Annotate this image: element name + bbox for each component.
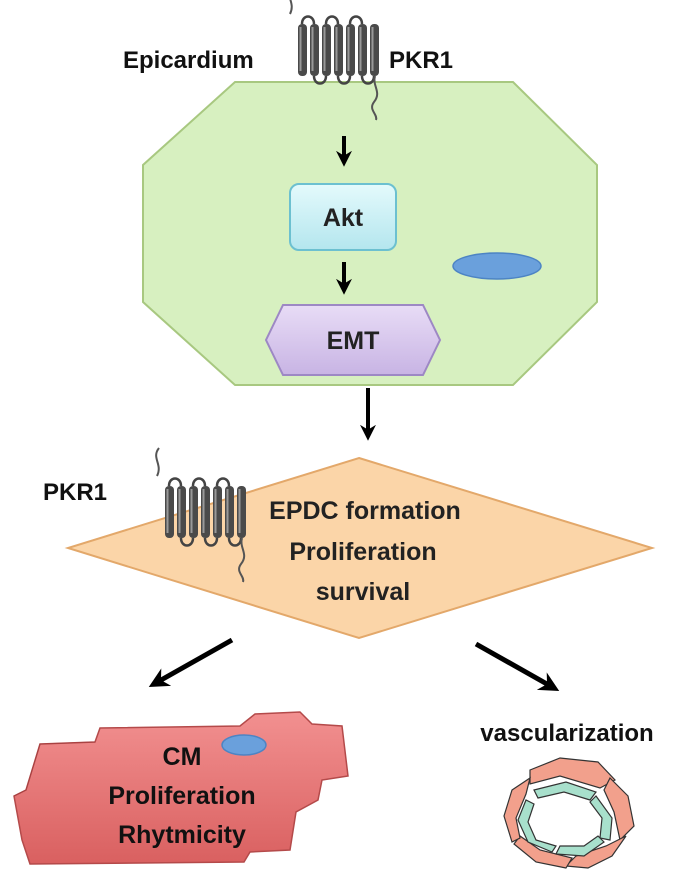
epicardium-label: Epicardium — [123, 47, 254, 74]
cm-proliferation-label: Proliferation — [108, 782, 255, 810]
emt-label: EMT — [327, 327, 380, 355]
arrow-down-right-icon — [474, 641, 560, 691]
akt-box — [289, 183, 397, 251]
pkr1-left-label: PKR1 — [43, 479, 107, 506]
epdc-survival-label: survival — [316, 578, 411, 606]
cardiomyocyte-shape — [13, 711, 349, 865]
cm-rhytmicity-label: Rhytmicity — [118, 821, 246, 849]
epdc-formation-label: EPDC formation — [269, 497, 461, 525]
arrow-down-left-icon — [148, 637, 234, 687]
vascularization-label: vascularization — [480, 720, 653, 747]
epdc-proliferation-label: Proliferation — [289, 538, 436, 566]
nucleus-icon — [452, 252, 542, 280]
vessel-icon — [503, 757, 635, 869]
pkr1-top-label: PKR1 — [389, 47, 453, 74]
nucleus-icon — [221, 734, 267, 756]
cm-label: CM — [163, 743, 202, 771]
akt-label: Akt — [323, 204, 364, 232]
emt-box — [264, 304, 442, 376]
